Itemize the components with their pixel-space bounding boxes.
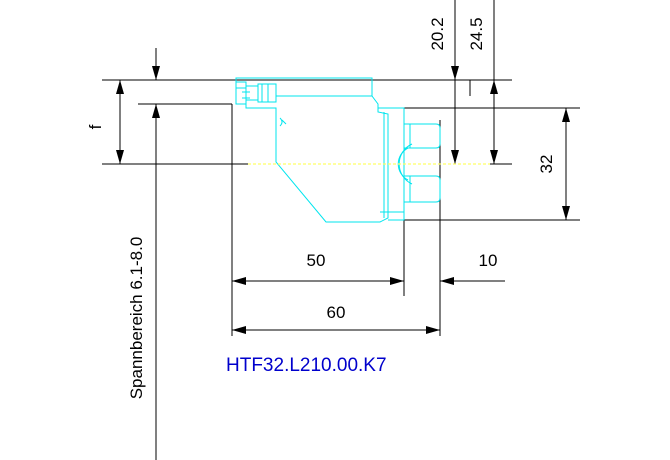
dimension-50: 50 [232, 251, 404, 285]
extension-lines [102, 79, 580, 336]
dimension-10: 10 [440, 251, 505, 285]
dimension-20-2: 20.2 [428, 0, 459, 164]
dim-f-label: f [86, 124, 105, 129]
dim-50-label: 50 [307, 251, 326, 270]
dimension-24-5: 24.5 [467, 0, 498, 164]
dimension-32: 32 [537, 108, 570, 220]
clamping-range-label: Spannbereich 6.1-8.0 [127, 237, 146, 400]
dim-10-label: 10 [479, 251, 498, 270]
part-number-label: HTF32.L210.00.K7 [226, 355, 387, 376]
dim-32-label: 32 [537, 155, 556, 174]
dim-24-5-label: 24.5 [467, 17, 486, 50]
dimension-60: 60 [232, 303, 440, 334]
dimension-f: f [86, 80, 124, 164]
dim-60-label: 60 [327, 303, 346, 322]
part-outline [235, 77, 441, 223]
dim-20-2-label: 20.2 [428, 17, 447, 50]
dimension-clamping-range: Spannbereich 6.1-8.0 [127, 48, 160, 460]
